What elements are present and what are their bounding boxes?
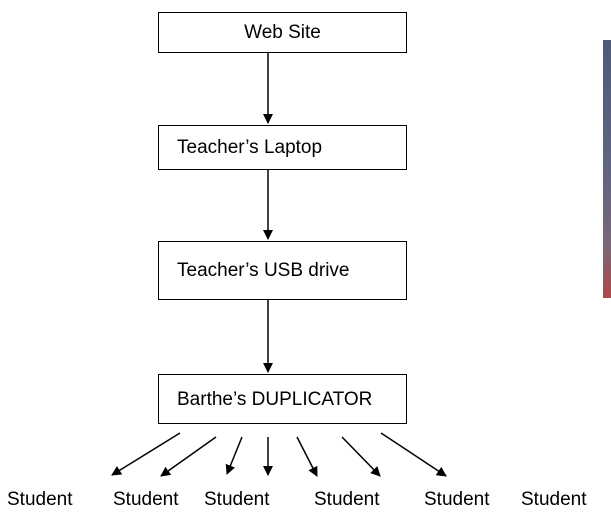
photo-edge-image [603,40,611,298]
arrow-duplicator-to-student-6 [341,436,381,477]
arrow-duplicator-to-student-7 [380,432,447,477]
node-duplicator-label: Barthe’s DUPLICATOR [177,388,373,410]
student-label-4: Student [314,489,380,510]
student-label-2: Student [113,489,179,510]
student-label-5: Student [424,489,490,510]
node-website: Web Site [158,12,407,53]
arrow-duplicator-to-student-2 [160,436,217,477]
student-label-6: Student [521,489,587,510]
arrow-duplicator-to-student-1 [111,432,181,476]
student-label-1: Student [7,489,73,510]
node-teacher-usb-drive-label: Teacher’s USB drive [177,260,350,281]
node-teacher-laptop: Teacher’s Laptop [158,125,407,170]
node-website-label: Web Site [244,22,321,43]
student-label-3: Student [204,489,270,510]
node-teacher-laptop-label: Teacher’s Laptop [177,137,323,158]
node-teacher-usb-drive: Teacher’s USB drive [158,241,407,300]
arrow-duplicator-to-student-3 [225,436,243,475]
arrow-duplicator-to-student-5 [296,436,318,477]
node-duplicator: Barthe’s DUPLICATOR [158,374,407,424]
